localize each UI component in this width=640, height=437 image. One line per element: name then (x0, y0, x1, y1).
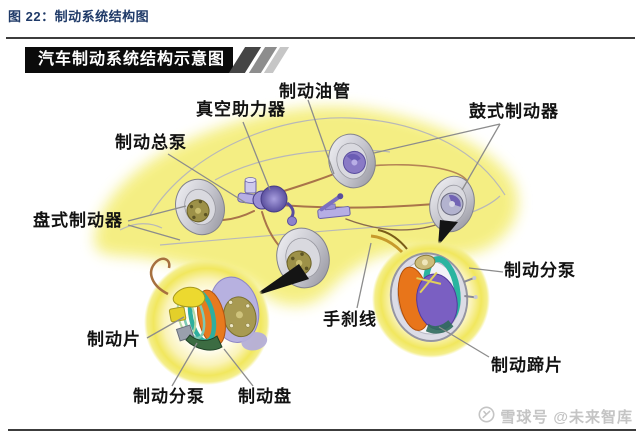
label-wheel-cylinder-rear: 制动分泵 (504, 261, 576, 280)
drum-cable-dark (377, 229, 408, 250)
zoom-wedge-left (252, 264, 309, 297)
watermark-account: @未来智库 (553, 409, 633, 426)
rear-right-wheel (429, 175, 475, 233)
label-brake-shoe: 制动蹄片 (491, 356, 563, 375)
vacuum-booster-assembly (237, 177, 297, 226)
handbrake-cable-line (345, 218, 445, 231)
top-divider (6, 37, 635, 39)
label-brake-oil-pipe: 制动油管 (279, 82, 351, 101)
label-wheel-cylinder-front: 制动分泵 (133, 387, 205, 406)
watermark: 雪球号 @未来智库 (478, 406, 633, 427)
rear-left-wheel (328, 133, 376, 189)
xueqiu-logo-icon (478, 406, 495, 425)
drum-cable-yellow (370, 234, 404, 254)
drum-brake-inset (370, 229, 490, 358)
disc-brake-inset (144, 257, 270, 385)
diagram-artwork (94, 99, 518, 387)
brake-system-diagram: 汽车制动系统结构示意图 制动油管 真空助力器 制动总泵 鼓式制动器 盘式制动器 … (0, 40, 640, 430)
watermark-brand: 雪球号 (500, 409, 549, 426)
label-drum-brake: 鼓式制动器 (469, 102, 559, 121)
diagram-banner: 汽车制动系统结构示意图 (25, 47, 290, 73)
label-brake-pad: 制动片 (87, 330, 141, 349)
handbrake-lever (317, 193, 351, 219)
bottom-divider (8, 429, 636, 431)
zoom-wedge-right (438, 220, 458, 246)
label-handbrake-cable: 手刹线 (323, 310, 377, 329)
label-vacuum-booster: 真空助力器 (196, 100, 286, 119)
figure-caption: 图 22：制动系统结构图 (8, 9, 150, 24)
front-left-wheel (175, 178, 225, 236)
label-brake-disc: 制动盘 (238, 387, 292, 406)
leader-lines (127, 99, 504, 387)
label-master-cylinder: 制动总泵 (115, 133, 187, 152)
diagram-banner-title: 汽车制动系统结构示意图 (25, 47, 233, 73)
brake-hose (149, 257, 171, 296)
label-disc-brake: 盘式制动器 (33, 211, 123, 230)
